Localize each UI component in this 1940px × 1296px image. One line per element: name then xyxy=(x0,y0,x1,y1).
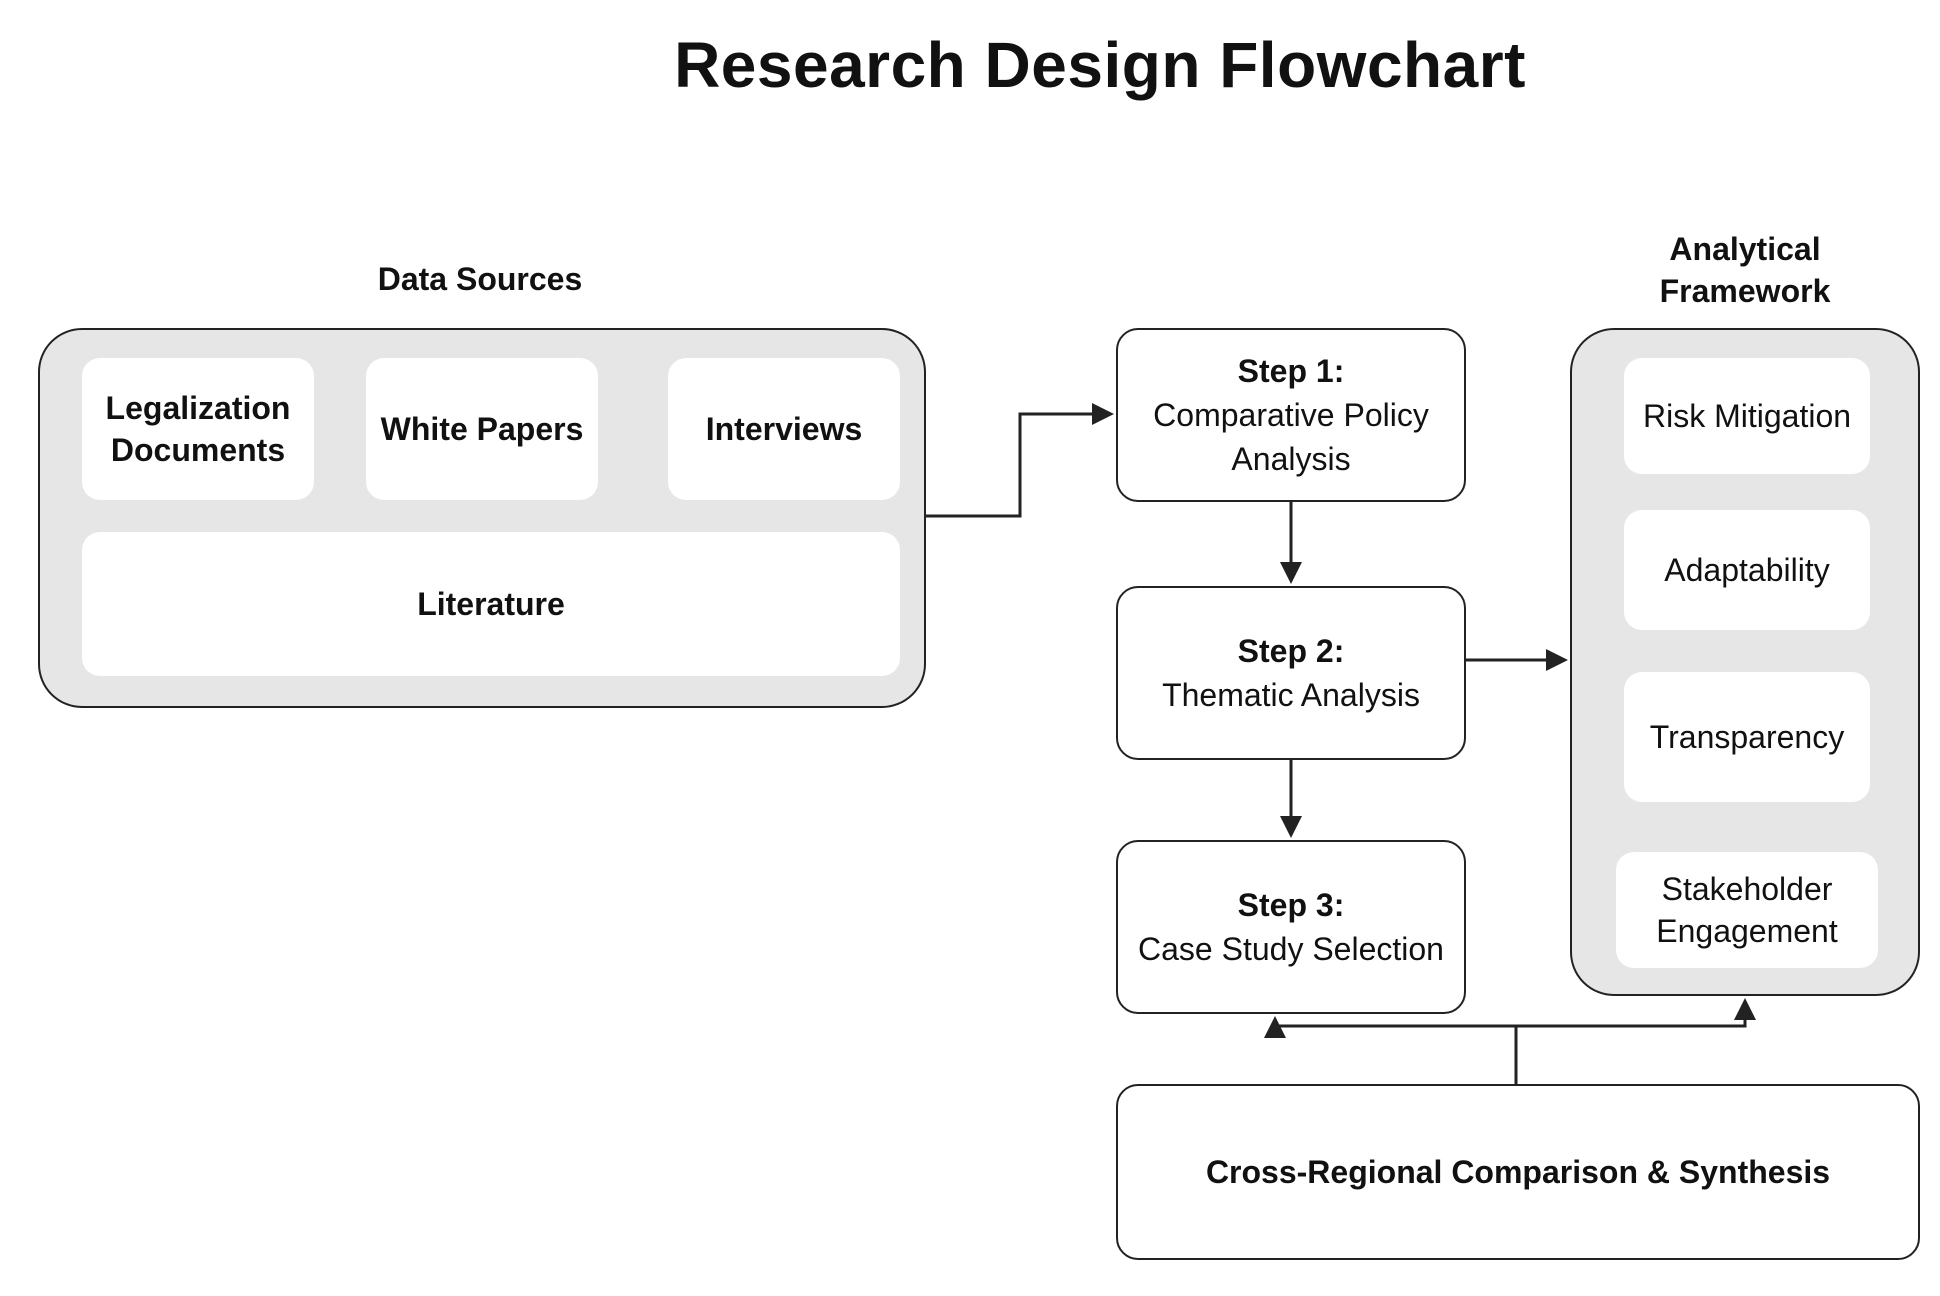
literature-label: Literature xyxy=(417,586,565,622)
step-1-text: Comparative Policy Analysis xyxy=(1153,397,1429,477)
literature-node: Literature xyxy=(82,532,900,676)
data-sources-group: Legalization Documents White Papers Inte… xyxy=(38,328,926,708)
cross-regional-synthesis-label: Cross-Regional Comparison & Synthesis xyxy=(1205,1153,1831,1190)
step-1-heading: Step 1: xyxy=(1237,353,1345,389)
data-sources-to-step-1-connector xyxy=(926,412,1098,518)
arrowhead-synthesis-to-step-3 xyxy=(1264,1016,1286,1038)
step-3-node: Step 3: Case Study Selection xyxy=(1116,840,1466,1014)
arrowhead-framework xyxy=(1546,649,1568,671)
cross-regional-synthesis-node: Cross-Regional Comparison & Synthesis xyxy=(1116,1084,1920,1260)
step-2-text: Thematic Analysis xyxy=(1162,677,1420,713)
risk-mitigation-label: Risk Mitigation xyxy=(1642,398,1852,434)
legalization-documents-node: Legalization Documents xyxy=(82,358,314,500)
white-papers-label: White Papers xyxy=(380,411,584,447)
stakeholder-engagement-label: Stakeholder Engagement xyxy=(1656,871,1838,949)
adaptability-node: Adaptability xyxy=(1624,510,1870,630)
legalization-documents-label: Legalization Documents xyxy=(105,390,291,468)
stakeholder-engagement-node: Stakeholder Engagement xyxy=(1616,852,1878,968)
interviews-node: Interviews xyxy=(668,358,900,500)
arrowhead-step-2 xyxy=(1280,562,1302,584)
step-2-node: Step 2: Thematic Analysis xyxy=(1116,586,1466,760)
synthesis-to-step-3-connector xyxy=(1273,1024,1516,1034)
step-3-text: Case Study Selection xyxy=(1138,931,1444,967)
synthesis-to-framework-connector xyxy=(1516,1014,1747,1028)
arrowhead-synthesis-to-framework xyxy=(1734,998,1756,1020)
transparency-label: Transparency xyxy=(1649,719,1845,755)
interviews-label: Interviews xyxy=(705,411,863,447)
analytical-framework-group: Risk Mitigation Adaptability Transparenc… xyxy=(1570,328,1920,996)
arrowhead-step-1 xyxy=(1092,403,1114,425)
diagram-title: Research Design Flowchart xyxy=(674,29,1526,101)
step-3-heading: Step 3: xyxy=(1237,887,1345,923)
risk-mitigation-node: Risk Mitigation xyxy=(1624,358,1870,474)
analytical-framework-label: Analytical Framework xyxy=(1659,231,1831,309)
adaptability-label: Adaptability xyxy=(1664,552,1830,588)
white-papers-node: White Papers xyxy=(366,358,598,500)
step-2-heading: Step 2: xyxy=(1237,633,1345,669)
step-1-node: Step 1: Comparative Policy Analysis xyxy=(1116,328,1466,502)
arrowhead-step-3 xyxy=(1280,816,1302,838)
transparency-node: Transparency xyxy=(1624,672,1870,802)
data-sources-label: Data Sources xyxy=(377,261,583,297)
